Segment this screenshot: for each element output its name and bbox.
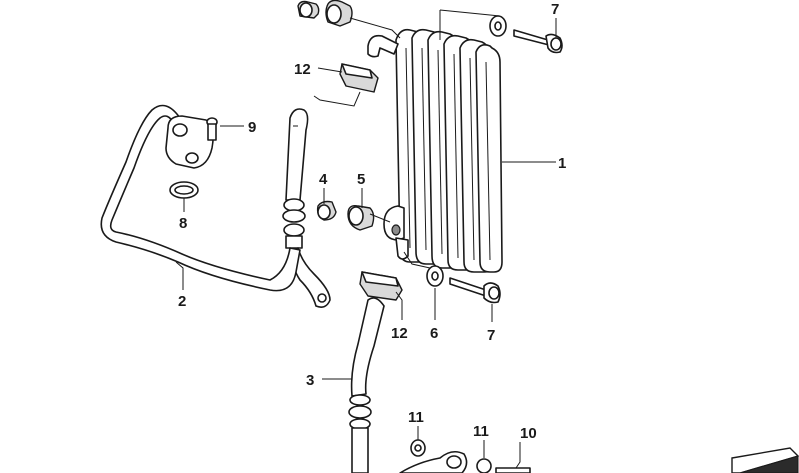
middle-bushing-large xyxy=(347,204,375,231)
banjo-fitting xyxy=(399,450,468,473)
hose-clamp-bottom xyxy=(359,271,403,301)
leader-lines xyxy=(175,9,557,469)
middle-bushing-small xyxy=(316,200,337,221)
callout-labels: 1 2 3 4 5 6 7 7 8 9 10 11 11 12 12 xyxy=(178,1,566,442)
callout-6: 6 xyxy=(430,325,438,342)
callout-7-top: 7 xyxy=(551,1,559,18)
callout-12-bottom: 12 xyxy=(391,325,408,342)
callout-2: 2 xyxy=(178,293,186,310)
callout-8: 8 xyxy=(179,215,187,232)
top-bolt xyxy=(513,29,563,54)
oil-cooler xyxy=(367,28,503,273)
wedge-logo-icon xyxy=(731,447,799,473)
bottom-washer-left xyxy=(410,439,426,457)
flange-bolt xyxy=(206,117,218,141)
callout-9: 9 xyxy=(248,119,256,136)
banjo-bolt xyxy=(495,467,531,473)
callout-4: 4 xyxy=(319,171,328,188)
lower-bolt xyxy=(449,277,501,304)
lower-hose xyxy=(348,297,385,473)
callout-3: 3 xyxy=(306,372,314,389)
upper-hose xyxy=(282,108,331,308)
o-ring xyxy=(169,181,199,199)
callout-5: 5 xyxy=(357,171,365,188)
callout-1: 1 xyxy=(558,155,566,172)
callout-7-bottom: 7 xyxy=(487,327,495,344)
top-bushing-pair xyxy=(297,0,353,27)
bottom-washer-right xyxy=(476,458,492,473)
hose-clamp-top xyxy=(339,63,379,93)
callout-12-top: 12 xyxy=(294,61,311,78)
callout-11-right: 11 xyxy=(473,423,489,440)
callout-11-left: 11 xyxy=(408,409,424,426)
lower-washer xyxy=(426,265,444,287)
return-pipe xyxy=(100,104,301,292)
top-washer xyxy=(489,15,507,37)
callout-10: 10 xyxy=(520,425,537,442)
